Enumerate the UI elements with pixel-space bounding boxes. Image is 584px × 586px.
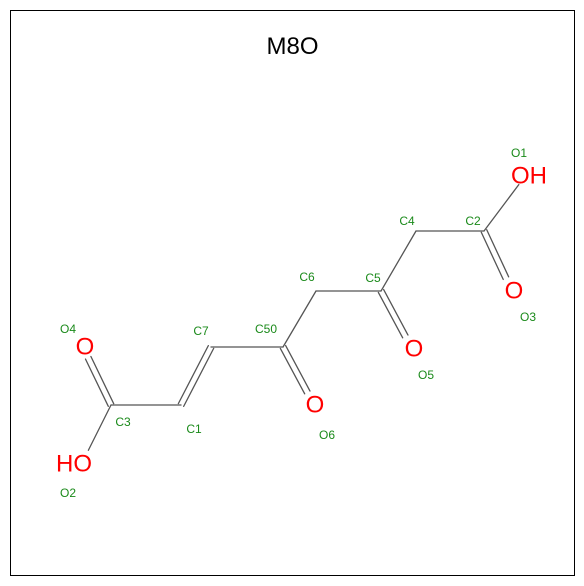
atom-label-o3: O3 <box>520 310 536 324</box>
atom-label-c6: C6 <box>299 270 315 284</box>
bond-c7-c1-a <box>177 344 209 405</box>
atom-symbol-o4: O <box>76 334 95 361</box>
atom-label-c2: C2 <box>465 214 481 228</box>
bond-c2-o1 <box>483 183 520 232</box>
bond-c3-o2 <box>87 404 112 451</box>
atom-label-c50: C50 <box>255 322 277 336</box>
bond-c6-c50 <box>282 290 317 348</box>
bond-c50-o6-b <box>284 344 311 392</box>
bond-c7-c1-b <box>183 347 215 408</box>
bond-c50-o6-a <box>279 347 306 395</box>
bond-c4-c5 <box>380 230 417 292</box>
bond-c2-o3-a <box>480 231 504 281</box>
bond-c3-o4-a <box>90 355 115 405</box>
atom-label-c4: C4 <box>399 214 415 228</box>
atom-symbol-o1: OH <box>511 163 547 190</box>
bond-c5-o5-b <box>382 288 409 336</box>
bond-c3-o4-b <box>84 358 109 407</box>
atom-symbol-o3: O <box>505 278 524 305</box>
atom-label-c7: C7 <box>193 324 209 338</box>
atom-label-o2: O2 <box>60 486 76 500</box>
bond-c2-o3-b <box>486 229 510 278</box>
atom-label-o6: O6 <box>319 428 335 442</box>
atom-label-o5: O5 <box>418 368 434 382</box>
atom-symbol-o5: O <box>405 336 424 363</box>
atom-label-c5: C5 <box>365 271 381 285</box>
molecule-title: M8O <box>266 33 319 60</box>
atom-label-c1: C1 <box>186 422 202 436</box>
bond-c5-o5-a <box>377 291 404 339</box>
atom-symbol-o2: HO <box>56 451 92 478</box>
atom-symbol-o6: O <box>306 392 325 419</box>
atom-label-o4: O4 <box>60 322 76 336</box>
atom-label-c3: C3 <box>115 415 131 429</box>
atom-label-o1: O1 <box>511 146 527 160</box>
